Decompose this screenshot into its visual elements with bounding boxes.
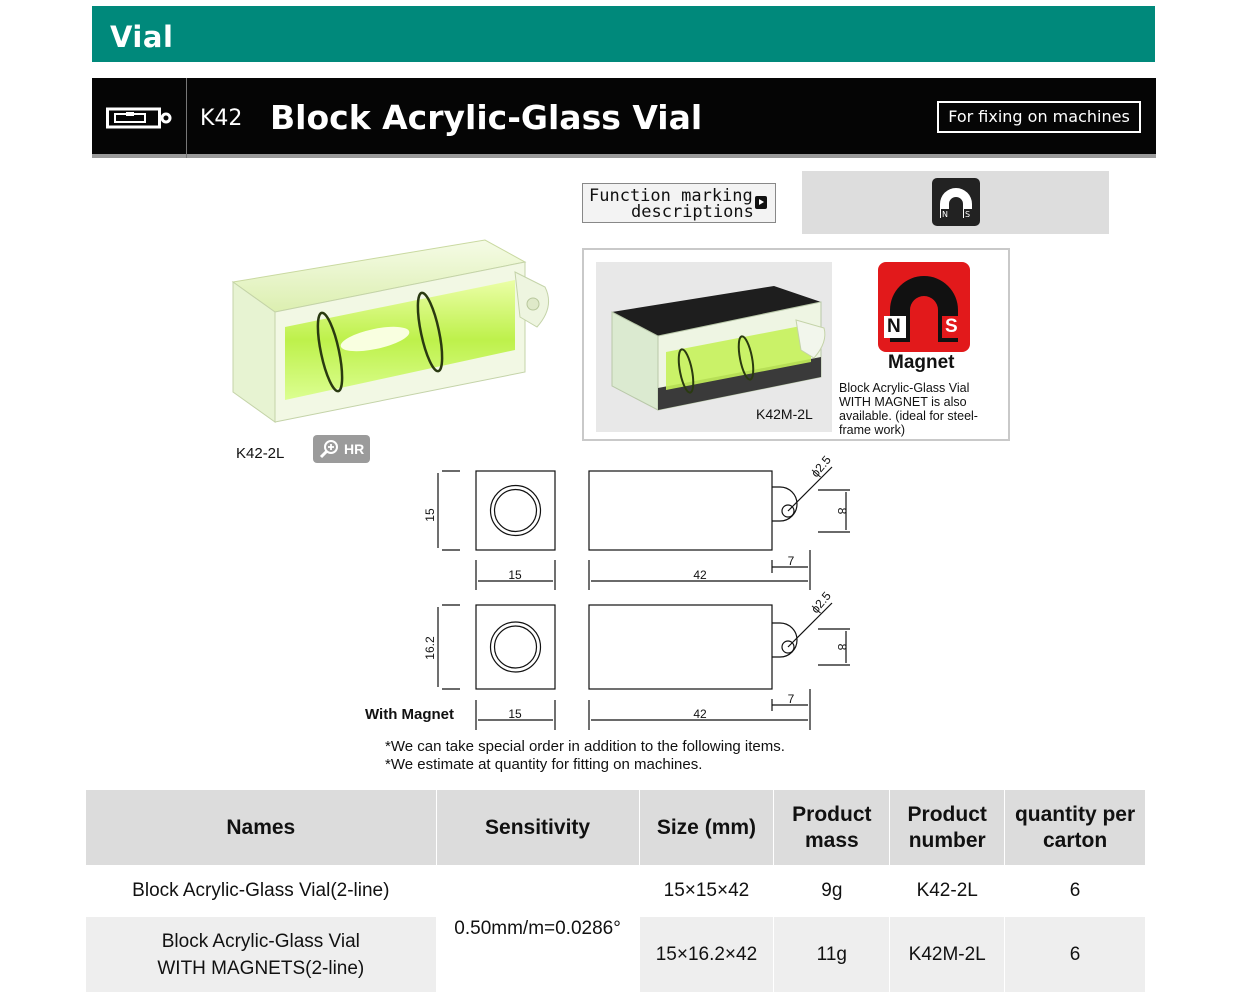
- magnet-badge-n: N: [887, 316, 901, 337]
- dim-bottom-hole: ϕ2.5: [808, 589, 834, 616]
- svg-text:S: S: [965, 210, 970, 219]
- vial-icon: [106, 107, 172, 129]
- magnet-heading: Magnet: [888, 352, 955, 373]
- cell-name: Block Acrylic-Glass Vial(2-line): [85, 865, 437, 917]
- cell-mass: 11g: [773, 916, 891, 993]
- usage-badge: For fixing on machines: [937, 101, 1141, 133]
- note-special-order: *We can take special order in addition t…: [385, 738, 785, 755]
- hr-zoom-button[interactable]: HR: [313, 435, 370, 463]
- dim-top-tab: 7: [788, 554, 795, 568]
- arrow-right-icon: [755, 196, 767, 209]
- col-header-sensitivity: Sensitivity: [435, 789, 640, 866]
- zoom-icon: [319, 440, 338, 459]
- note-estimate: *We estimate at quantity for fitting on …: [385, 756, 703, 773]
- table-row: Block Acrylic-Glass Vial WITH MAGNETS(2-…: [85, 916, 1146, 993]
- product-title: Block Acrylic-Glass Vial: [270, 98, 703, 137]
- magnet-info-box: K42M-2L N S Magnet Block Acrylic-Glass V…: [582, 248, 1010, 441]
- header-divider: [186, 78, 187, 158]
- col-header-size: Size (mm): [638, 789, 775, 866]
- magnet-badge-s: S: [945, 316, 958, 337]
- cell-number: K42M-2L: [889, 916, 1006, 993]
- dim-top-hole: ϕ2.5: [808, 455, 834, 480]
- cell-size: 15×15×42: [638, 865, 775, 917]
- cell-name: Block Acrylic-Glass Vial WITH MAGNETS(2-…: [85, 916, 437, 993]
- dimension-drawing: 15 15 42 7 8 ϕ2.5 16.2 15 42 7 8 ϕ2.5: [423, 455, 850, 730]
- dim-top-height: 15: [423, 508, 437, 522]
- function-marking-label-2: descriptions: [631, 202, 754, 222]
- section-title: Vial: [110, 20, 174, 54]
- dim-top-length: 42: [693, 568, 707, 582]
- product-photo-label: K42-2L: [236, 445, 285, 462]
- col-header-number: Product number: [889, 789, 1006, 866]
- table-header-row: Names Sensitivity Size (mm) Product mass…: [85, 789, 1146, 866]
- function-icons-panel: N S: [802, 171, 1109, 234]
- svg-text:N: N: [942, 210, 948, 219]
- cell-size: 15×16.2×42: [638, 916, 775, 993]
- cell-number: K42-2L: [889, 865, 1006, 917]
- product-photo: [231, 239, 550, 423]
- magnet-product-photo: [596, 262, 832, 432]
- cell-qty: 6: [1004, 916, 1146, 993]
- magnet-photo-label: K42M-2L: [756, 406, 813, 422]
- magnet-description: Block Acrylic-Glass Vial WITH MAGNET is …: [839, 381, 978, 437]
- col-header-names: Names: [85, 789, 437, 866]
- dim-bottom-width: 15: [508, 707, 522, 721]
- function-marking-button[interactable]: Function marking descriptions: [582, 183, 776, 223]
- section-bar: Vial: [92, 6, 1155, 62]
- cell-sensitivity: 0.50mm/m=0.0286°: [435, 865, 640, 993]
- col-header-mass: Product mass: [773, 789, 891, 866]
- spec-table: Names Sensitivity Size (mm) Product mass…: [85, 789, 1146, 993]
- table-row: Block Acrylic-Glass Vial(2-line) 0.50mm/…: [85, 865, 1146, 993]
- cell-mass: 9g: [773, 865, 891, 917]
- function-marking-label-1: Function marking: [589, 186, 753, 206]
- product-header: K42 Block Acrylic-Glass Vial For fixing …: [92, 78, 1156, 158]
- dim-bottom-tab-height: 8: [835, 644, 849, 651]
- magnet-badge-icon: N S: [878, 262, 970, 352]
- magnet-ns-icon: N S: [932, 178, 980, 226]
- dim-top-width: 15: [508, 568, 522, 582]
- dim-top-tab-height: 8: [835, 508, 849, 515]
- cell-qty: 6: [1004, 865, 1146, 917]
- with-magnet-label: With Magnet: [365, 706, 455, 723]
- dim-bottom-height: 16.2: [423, 636, 437, 660]
- dim-bottom-tab: 7: [788, 692, 795, 706]
- hr-label: HR: [344, 441, 365, 457]
- dim-bottom-length: 42: [693, 707, 707, 721]
- col-header-qty: quantity per carton: [1004, 789, 1146, 866]
- product-code: K42: [200, 106, 243, 131]
